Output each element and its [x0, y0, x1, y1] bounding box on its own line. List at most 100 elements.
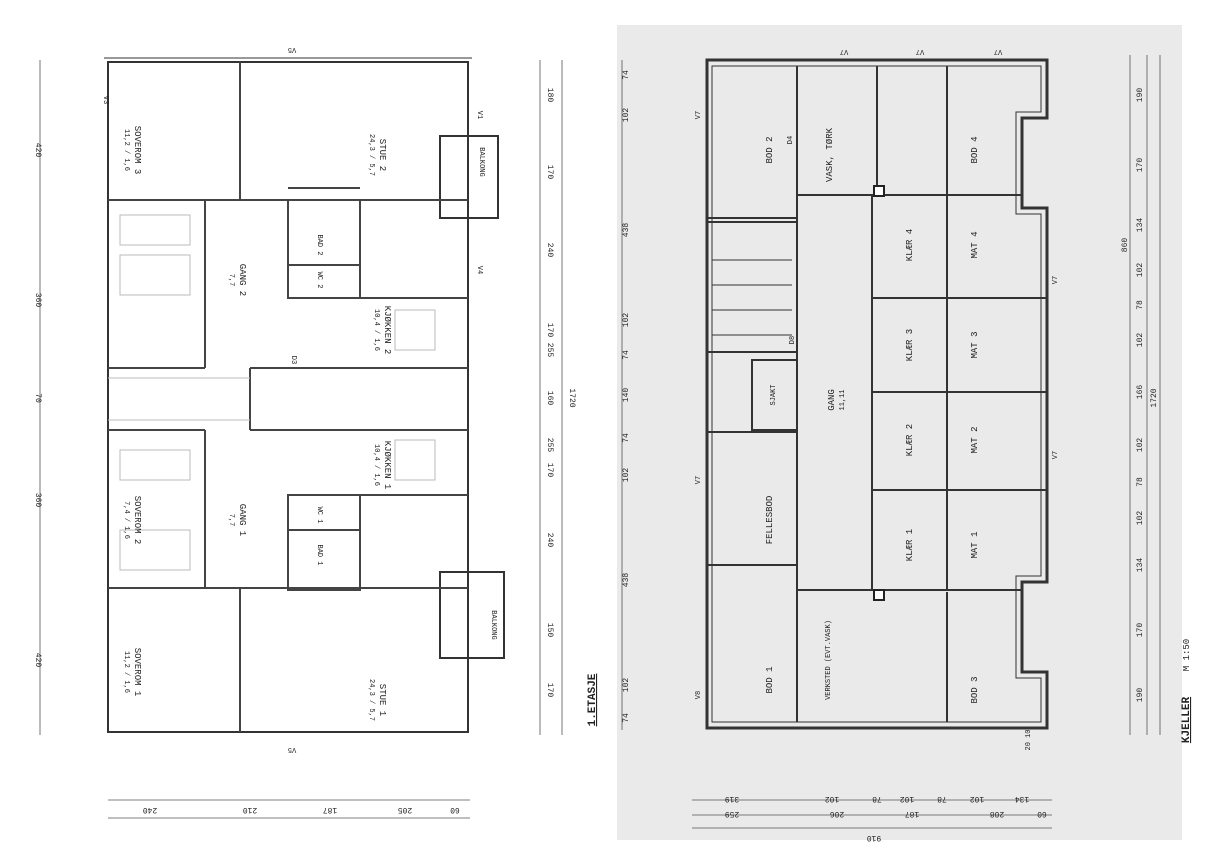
- room-balkong-bottom-name: BALKONG: [489, 610, 497, 639]
- room-gang2-area: 7,7: [227, 274, 235, 287]
- dim-left-1: 102: [622, 108, 631, 123]
- room-stue2-area: 24,3 / 5,7: [367, 134, 375, 176]
- dim-right-3: 102: [1136, 263, 1145, 278]
- balconies: [439, 135, 505, 659]
- tag-v7-top-2: V7: [916, 47, 924, 55]
- dim-bottom-total: 910: [867, 833, 882, 842]
- dim-left-2: 70: [33, 393, 42, 403]
- room-kjokken2-area: 10,4 / 1,6: [372, 309, 380, 351]
- dim-right-12: 190: [1136, 688, 1145, 703]
- dim-left-7: 102: [622, 468, 631, 483]
- room-balkong-top-name: BALKONG: [477, 147, 485, 176]
- room-soverom2-name: SOVEROM 2: [132, 496, 142, 545]
- dim-right-9: 102: [1136, 511, 1145, 526]
- dim-left-10: 74: [622, 713, 631, 723]
- room-fellesbod-name: FELLESBOD: [765, 496, 775, 545]
- room-gang2-name: GANG 2: [237, 264, 247, 296]
- dimension-lines: [621, 55, 1161, 829]
- dim-bottom-r1-4: 78: [937, 794, 947, 803]
- room-mat3-name: MAT 3: [970, 331, 980, 358]
- dim-right-8: 170: [545, 323, 554, 338]
- dim-right-1: 170: [1136, 158, 1145, 173]
- plan-scale: M 1:50: [1182, 639, 1192, 671]
- tag-v5-bottom: V5: [288, 745, 296, 753]
- floor-plan-kjeller: BOD 2 VASK, TØRK BOD 4 KLÆR 4 MAT 4 KLÆR…: [612, 0, 1223, 844]
- dim-bottom-r2-3: 208: [990, 809, 1005, 818]
- room-mat2-name: MAT 2: [970, 426, 980, 453]
- dim-left-9: 102: [622, 678, 631, 693]
- room-soverom3-area: 11,2 / 1,6: [122, 129, 130, 171]
- dim-left-3: 102: [622, 313, 631, 328]
- room-soverom3-name: SOVEROM 3: [132, 126, 142, 175]
- tag-v5-top: V5: [288, 45, 296, 53]
- room-vask-name: VASK, TØRK: [825, 127, 835, 182]
- room-verksted-name: VERKSTED (EVT.VASK): [825, 620, 833, 700]
- dim-right-2: 134: [1136, 218, 1145, 233]
- dim-left-8: 438: [622, 573, 631, 588]
- dim-bottom-1: 240: [143, 805, 158, 814]
- dim-right-14: 240: [545, 533, 554, 548]
- tag-v7-top-1: V7: [840, 47, 848, 55]
- room-klaer1-name: KLÆR 1: [905, 529, 915, 561]
- tag-v7-right-1: V7: [1052, 276, 1060, 284]
- dim-right-19: 170: [545, 683, 554, 698]
- dim-right-9: 255: [545, 343, 554, 358]
- dim-right-1: 180: [545, 88, 554, 103]
- tag-v7-left-1: V7: [695, 111, 703, 119]
- dim-bottom-r2-2: 187: [905, 809, 920, 818]
- room-stue2-name: STUE 2: [377, 139, 387, 171]
- interior-walls: [707, 66, 1047, 722]
- dim-right-17: 150: [545, 623, 554, 638]
- plan-title-kjeller: KJELLER: [1181, 697, 1193, 744]
- dim-bottom-4: 205: [398, 805, 413, 814]
- room-wc2-name: WC 2: [315, 272, 323, 289]
- room-bad1-name: BAD 1: [315, 544, 323, 565]
- dim-left-0: 74: [622, 70, 631, 80]
- tag-v7-left-2: V7: [695, 476, 703, 484]
- dim-left-4: 420: [33, 653, 42, 668]
- dim-right-10: 134: [1136, 558, 1145, 573]
- tag-v7-right-2: V7: [1052, 451, 1060, 459]
- tag-v7-top-3: V7: [994, 47, 1002, 55]
- dim-bottom-2: 210: [243, 805, 258, 814]
- tag-d3: D3: [289, 356, 297, 364]
- furniture-sketch: [108, 214, 436, 571]
- dim-bottom-r2-0: 259: [725, 809, 740, 818]
- dim-width-860: 860: [1121, 238, 1130, 253]
- dim-right-6: 166: [1136, 385, 1145, 400]
- dim-left-2: 438: [622, 223, 631, 238]
- room-bod3-name: BOD 3: [970, 676, 980, 703]
- dim-right-7: 102: [1136, 438, 1145, 453]
- dim-bottom-r1-2: 78: [872, 794, 882, 803]
- dim-left-3: 360: [33, 493, 42, 508]
- tag-v3: V3: [101, 96, 109, 104]
- room-mat4-name: MAT 4: [970, 231, 980, 258]
- dim-right-10: 160: [545, 391, 554, 406]
- dim-right-6: 240: [545, 243, 554, 258]
- interior-walls: [108, 62, 468, 732]
- room-bod1-name: BOD 1: [765, 666, 775, 693]
- dim-bottom-r1-0: 319: [725, 794, 740, 803]
- room-klaer3-name: KLÆR 3: [905, 329, 915, 361]
- room-gang1-name: GANG 1: [237, 504, 247, 536]
- room-kjokken1-area: 10,4 / 1,6: [372, 444, 380, 486]
- dim-right-11: 170: [1136, 623, 1145, 638]
- room-gang-name: GANG: [827, 389, 837, 411]
- dim-extra: 20 10: [1025, 729, 1033, 750]
- tag-v4: V4: [475, 266, 483, 274]
- tag-v1: V1: [475, 111, 483, 119]
- room-soverom1-name: SOVEROM 1: [132, 648, 142, 697]
- dim-bottom-r1-5: 102: [970, 794, 985, 803]
- dim-bottom-5: 60: [450, 805, 460, 814]
- outer-walls: [104, 57, 472, 733]
- dim-left-1: 360: [33, 293, 42, 308]
- dim-left-5: 140: [622, 388, 631, 403]
- room-soverom2-area: 7,4 / 1,6: [122, 501, 130, 539]
- dim-bottom-r1-1: 102: [825, 794, 840, 803]
- room-gang-area: 11,11: [839, 389, 847, 410]
- dimension-lines: [39, 60, 563, 819]
- room-kjokken1-name: KJØKKEN 1: [382, 441, 392, 490]
- plan-title-1-etasje: 1.ETASJE: [587, 673, 599, 726]
- plan-kjeller-drawing: BOD 2 VASK, TØRK BOD 4 KLÆR 4 MAT 4 KLÆR…: [617, 25, 1193, 842]
- tag-d8: D8: [789, 336, 797, 344]
